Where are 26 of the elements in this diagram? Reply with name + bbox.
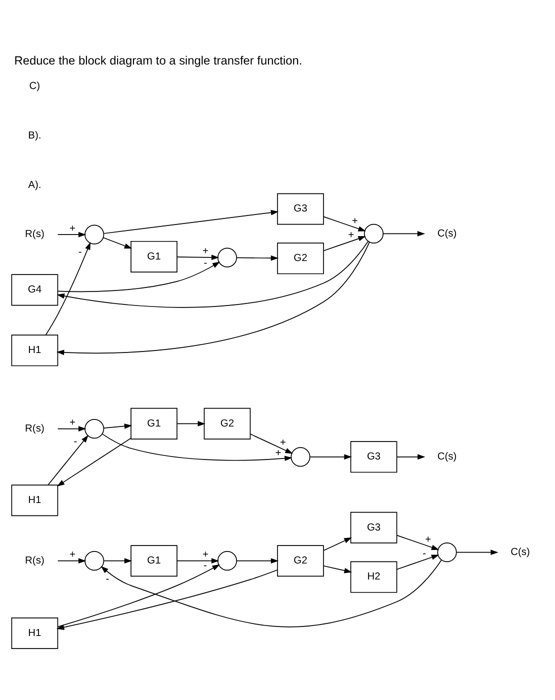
node-text: C(s) (510, 546, 530, 558)
edge-label: + (69, 418, 76, 429)
label: A). (28, 180, 42, 191)
edge-label: + (202, 246, 208, 258)
edge-label: - (106, 574, 110, 585)
node-text: R(s) (25, 555, 44, 566)
edge-label: + (69, 223, 76, 234)
label: C) (29, 80, 40, 92)
edge-label: + (280, 437, 286, 448)
edge-label: + (275, 448, 282, 459)
edge-label: - (78, 247, 82, 258)
edge-label: + (348, 230, 354, 241)
edge-label: + (352, 216, 358, 228)
edge-label: - (422, 548, 426, 560)
edge-label: - (204, 560, 207, 572)
node-text: R(s) (25, 423, 44, 434)
edge-label: + (202, 550, 208, 561)
node-text: R(s) (25, 229, 44, 240)
edge-label: - (204, 258, 208, 270)
edge-label: + (425, 534, 432, 546)
edge-label: + (69, 550, 76, 561)
node-text: C(s) (437, 228, 457, 240)
node-text: C(s) (437, 452, 457, 463)
label: B). (28, 130, 42, 142)
diagram-title: Reduce the block diagram to a single transfer function. (14, 53, 302, 68)
edge-label: - (74, 436, 78, 448)
